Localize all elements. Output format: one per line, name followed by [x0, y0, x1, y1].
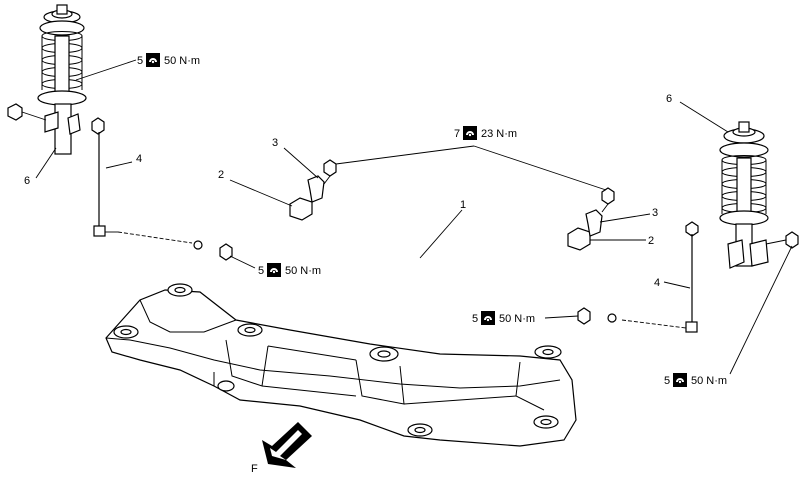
torque-wrench-icon [463, 126, 477, 140]
svg-text:7: 7 [454, 128, 460, 140]
torque-wrench-icon [673, 373, 687, 387]
torque-left-strut: 5 50 N·m [137, 53, 200, 67]
torque-right-link: 5 50 N·m [472, 311, 535, 325]
svg-text:23 N·m: 23 N·m [481, 128, 517, 140]
svg-text:50 N·m: 50 N·m [285, 265, 321, 277]
svg-text:50 N·m: 50 N·m [691, 375, 727, 387]
callout-1: 1 [460, 199, 466, 211]
svg-text:5: 5 [664, 375, 670, 387]
svg-text:5: 5 [258, 265, 264, 277]
torque-wrench-icon [146, 53, 160, 67]
right-stabilizer-link [621, 234, 698, 333]
leader-lines [35, 59, 793, 375]
callout-4-right: 4 [654, 277, 660, 289]
right-link-nut [577, 307, 591, 325]
callout-6-left: 6 [24, 175, 30, 187]
svg-text:5: 5 [472, 313, 478, 325]
callout-2-left: 2 [218, 169, 224, 181]
left-bushing-bracket [289, 159, 337, 221]
torque-top-bolt: 7 23 N·m [454, 126, 517, 140]
left-link-nut [219, 243, 233, 261]
stabilizer-bar [193, 214, 617, 323]
right-bushing-bracket [567, 187, 615, 251]
svg-text:50 N·m: 50 N·m [499, 313, 535, 325]
torque-right-strut: 5 50 N·m [664, 373, 727, 387]
torque-left-link: 5 50 N·m [258, 263, 321, 277]
callout-3-left: 3 [272, 137, 278, 149]
left-strut-assembly [7, 4, 105, 155]
callout-4-left: 4 [136, 153, 142, 165]
callout-2-right: 2 [648, 235, 654, 247]
front-arrow-icon [262, 422, 312, 468]
torque-wrench-icon [481, 311, 495, 325]
svg-text:50 N·m: 50 N·m [164, 55, 200, 67]
callout-3-right: 3 [652, 207, 658, 219]
front-crossmember [105, 283, 577, 447]
left-stabilizer-link [93, 132, 193, 244]
torque-wrench-icon [267, 263, 281, 277]
front-arrow-label: F [251, 463, 258, 475]
callout-6-right: 6 [666, 93, 672, 105]
right-strut-assembly [685, 121, 799, 269]
svg-text:5: 5 [137, 55, 143, 67]
